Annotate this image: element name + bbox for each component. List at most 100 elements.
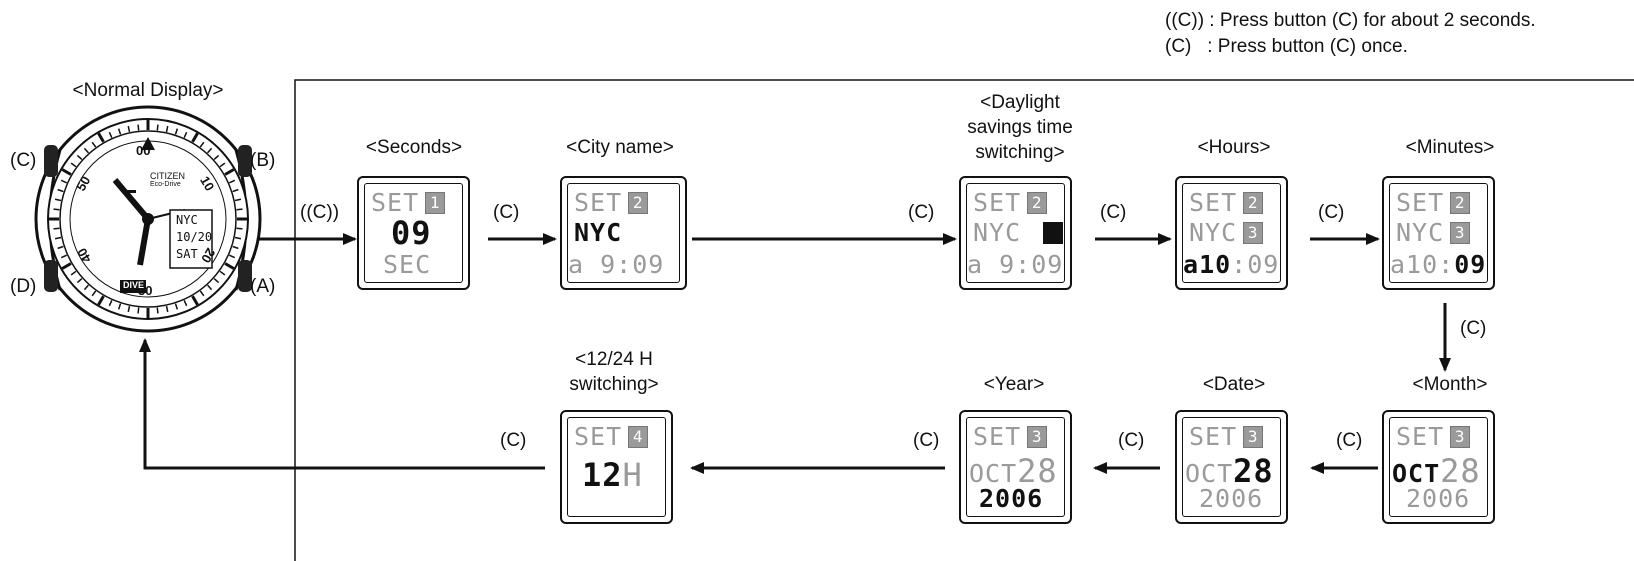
set-label: SET xyxy=(371,188,420,217)
year-title: <Year> xyxy=(983,374,1045,395)
city-title: <City name> xyxy=(566,137,674,158)
bezel-tick xyxy=(91,290,97,297)
set-label: SET xyxy=(1396,422,1445,451)
dst-number: 3 xyxy=(1243,222,1264,244)
lcd-dst-time: a 9:09 xyxy=(967,250,1064,279)
minutes-rest: :09 xyxy=(1231,250,1280,279)
label-to-dst: (C) xyxy=(908,202,935,223)
watch-lcd-line3: SAT xyxy=(176,247,198,261)
bezel-tick xyxy=(183,131,188,138)
dst-title-line3: switching> xyxy=(975,142,1065,163)
bezel-tick xyxy=(53,227,60,230)
bezel-tick xyxy=(224,262,235,270)
dst-title-line2: savings time xyxy=(967,117,1073,138)
set-number: 3 xyxy=(1027,426,1048,448)
bezel-tick xyxy=(234,198,242,202)
set-number: 3 xyxy=(1243,426,1264,448)
bezel-tick xyxy=(61,262,72,270)
watch-lcd-line2: 10/20 xyxy=(176,230,213,244)
bezel-tick xyxy=(54,198,62,202)
seconds-title: <Seconds> xyxy=(365,137,463,158)
bezel-tick xyxy=(229,254,236,259)
bezel-tick xyxy=(224,168,235,176)
set-label: SET xyxy=(973,422,1022,451)
bezel-tick xyxy=(219,162,226,168)
dst-title: <Daylight savings time switching> xyxy=(967,90,1073,165)
label-to-1224: (C) xyxy=(913,430,940,451)
bezel-tick xyxy=(70,270,77,276)
bezel-tick xyxy=(60,179,67,184)
bezel-tick xyxy=(174,128,179,135)
h1224-title-line2: switching> xyxy=(569,374,659,395)
watch-brand: CITIZEN xyxy=(150,171,185,181)
bezel-tick xyxy=(199,290,205,297)
watch-sub-brand: Eco-Drive xyxy=(150,181,181,188)
bezel-tick xyxy=(117,128,122,135)
month-value: OCT xyxy=(1185,459,1234,488)
lcd-dst-city: NYC xyxy=(973,218,1022,247)
ampm: a xyxy=(1183,250,1200,279)
watch-button-d-label: (D) xyxy=(10,276,37,297)
bezel-tick xyxy=(191,295,199,306)
normal-display-title: <Normal Display> xyxy=(72,80,224,101)
day-value: 28 xyxy=(1440,452,1481,490)
procedure-frame xyxy=(294,79,1634,561)
set-number: 2 xyxy=(1243,192,1264,214)
bezel-tick xyxy=(213,277,220,284)
bezel-tick xyxy=(174,303,179,310)
set-label: SET xyxy=(574,188,623,217)
bezel-tick xyxy=(191,132,199,143)
bezel-tick xyxy=(206,284,213,291)
month-value: OCT xyxy=(969,459,1018,488)
set-label: SET xyxy=(1396,188,1445,217)
bezel-tick xyxy=(117,303,122,310)
lcd-month-year: 2006 xyxy=(1406,484,1471,513)
label-to-month: (C) xyxy=(1460,318,1487,339)
set-number: 2 xyxy=(1027,192,1048,214)
bezel-tick xyxy=(53,208,60,211)
bezel-tick xyxy=(236,227,243,230)
bezel-tick xyxy=(76,277,83,284)
bezel-tick xyxy=(108,300,113,307)
set-label: SET xyxy=(1189,188,1238,217)
watch-button-a-label: (A) xyxy=(250,276,276,297)
bezel-tick xyxy=(60,254,67,259)
set-number: 3 xyxy=(1450,426,1471,448)
set-number: 4 xyxy=(628,426,649,448)
bezel-tick xyxy=(156,307,159,314)
bezel-tick xyxy=(199,141,205,148)
bezel-tick xyxy=(83,147,90,154)
time-prefix: a10: xyxy=(1390,250,1455,279)
lcd-date-year: 2006 xyxy=(1199,484,1264,513)
month-value: OCT xyxy=(1392,459,1441,488)
bezel-tick xyxy=(127,305,131,313)
bezel-tick xyxy=(83,284,90,291)
bezel-tick xyxy=(137,124,140,131)
bezel-tick xyxy=(183,300,188,307)
hours-title: <Hours> xyxy=(1197,137,1271,158)
lcd-month-date-row: OCT28 xyxy=(1392,452,1483,490)
bezel-tick xyxy=(232,245,239,250)
bezel-tick xyxy=(91,141,97,148)
legend: ((C)) : Press button (C) for about 2 sec… xyxy=(1165,8,1536,60)
set-number: 2 xyxy=(1450,192,1471,214)
bezel-tick xyxy=(76,154,83,161)
watch-button-c-label: (C) xyxy=(10,150,37,171)
set-label: SET xyxy=(1189,422,1238,451)
label-to-year: (C) xyxy=(1118,430,1145,451)
bezel-tick xyxy=(97,132,105,143)
bezel-tick xyxy=(206,147,213,154)
